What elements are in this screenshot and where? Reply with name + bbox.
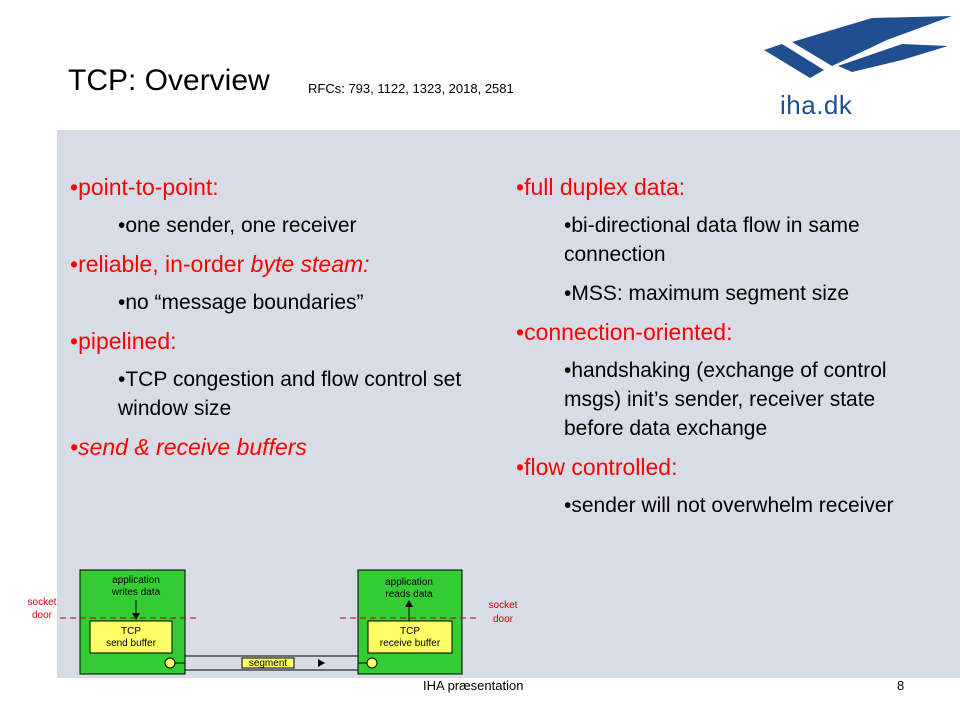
iha-logo	[764, 16, 952, 78]
content-panel	[57, 130, 960, 678]
segment-label-box	[241, 657, 295, 669]
bullet-flow-controlled: •flow controlled:	[516, 454, 678, 480]
bullet-pipelined: •pipelined:	[70, 328, 177, 354]
send-buffer-text-1: TCP	[121, 626, 141, 637]
segment-arrow-head	[318, 659, 325, 667]
bullet-reliable: •reliable, in-order byte steam:	[70, 251, 370, 277]
sub-bullet-overwhelm: •sender will not overwhelm receiver	[564, 494, 894, 517]
sub-bullet-handshaking: •handshaking (exchange of control msgs) …	[564, 359, 887, 440]
sub-bullet-message-boundaries: •no “message boundaries”	[118, 291, 364, 314]
bullet-full-duplex: •full duplex data:	[516, 174, 686, 200]
right-socket-text-1: socket	[489, 600, 518, 611]
send-buffer-text-2: send buffer	[106, 638, 157, 649]
segment-label: segment	[249, 658, 288, 669]
receive-buffer-text-2: receive buffer	[380, 638, 441, 649]
left-socket-text-1: socket	[28, 597, 57, 608]
right-column: •full duplex data: •bi-directional data …	[516, 173, 896, 530]
sub-bullet-one-sender: •one sender, one receiver	[118, 214, 357, 237]
segment-path	[175, 662, 358, 671]
app-writes-text-2: writes data	[111, 587, 161, 598]
left-column: •point-to-point: •one sender, one receiv…	[70, 173, 490, 471]
logo-text: iha.dk	[780, 90, 853, 120]
bullet-buffers: •send & receive buffers	[70, 434, 307, 460]
right-socket-text-2: door	[493, 614, 514, 625]
bullet-connection-oriented: •connection-oriented:	[516, 319, 733, 345]
page-number: 8	[897, 678, 905, 693]
tcp-buffer-diagram: application writes data application read…	[28, 569, 518, 675]
receive-buffer-box	[367, 620, 453, 654]
slide-title: TCP: Overview	[68, 64, 270, 97]
app-writes-text-1: application	[112, 575, 160, 586]
write-arrow-head	[132, 613, 140, 620]
sub-bullet-mss: •MSS: maximum segment size	[564, 282, 850, 305]
slide-subtitle: RFCs: 793, 1122, 1323, 2018, 2581	[308, 81, 514, 96]
bullet-point-to-point: •point-to-point:	[70, 174, 219, 200]
receive-buffer-text-1: TCP	[400, 626, 420, 637]
send-buffer-box	[89, 620, 173, 654]
left-socket-text-2: door	[32, 610, 53, 621]
sub-bullet-congestion: •TCP congestion and flow control set win…	[118, 368, 462, 420]
sub-bullet-bidirectional: •bi-directional data flow in same connec…	[564, 214, 860, 266]
footer-text: IHA præsentation	[423, 678, 524, 693]
read-arrow-head	[405, 600, 413, 607]
sender-buffer-dot	[164, 657, 176, 669]
app-reads-text-2: reads data	[385, 589, 433, 600]
app-reads-text-1: application	[385, 577, 433, 588]
receiver-buffer-dot	[366, 657, 378, 669]
